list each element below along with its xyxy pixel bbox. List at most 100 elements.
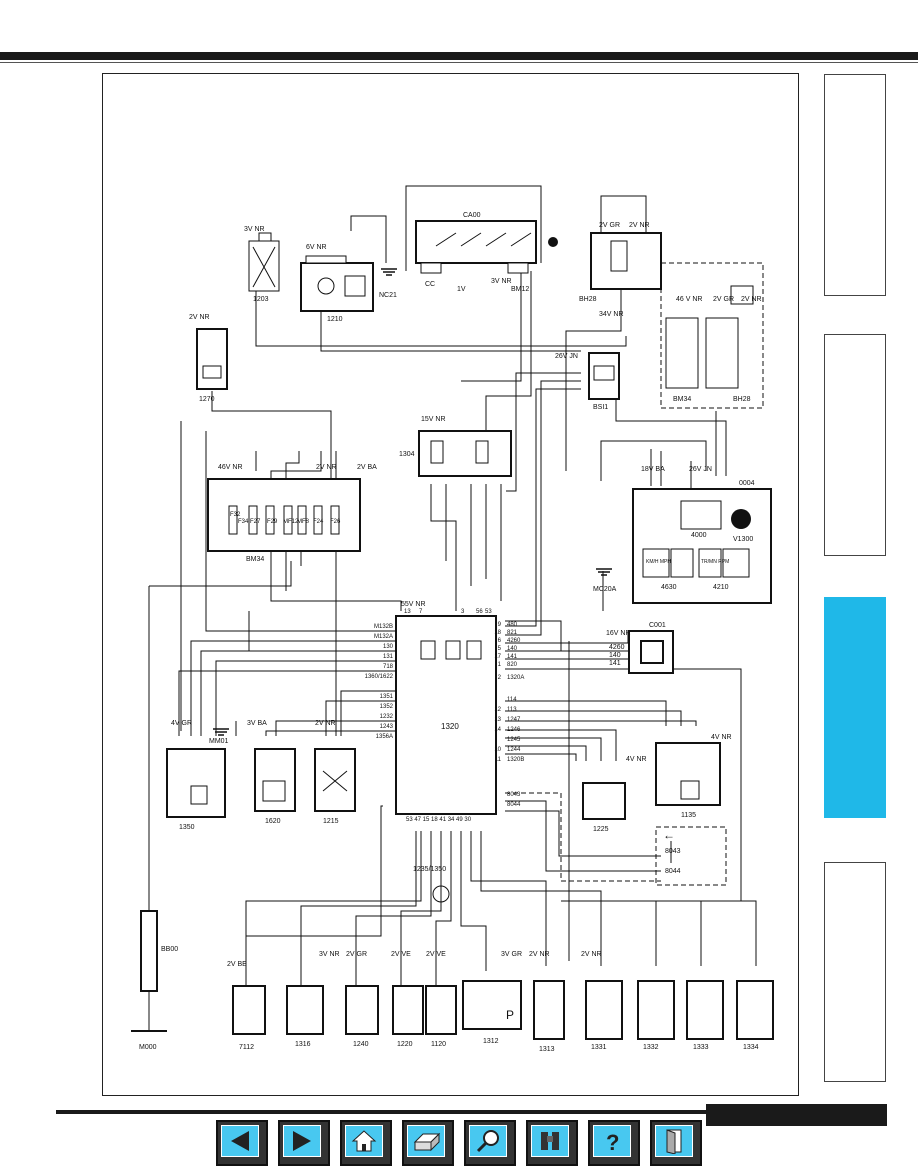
label-c001: C001 xyxy=(649,622,666,629)
arrow-icon: ← xyxy=(663,828,675,842)
home-button[interactable] xyxy=(340,1120,392,1166)
component-1332 xyxy=(637,980,675,1040)
home-icon xyxy=(351,1130,377,1152)
component-bm34-fusebox xyxy=(207,478,361,552)
wire-label: 1352 xyxy=(380,704,394,710)
label-cc: CC xyxy=(425,281,435,288)
fuse-label: F32 xyxy=(230,512,241,518)
label-8044: 8044 xyxy=(665,868,681,875)
ecu-pin-label: 9 xyxy=(498,622,502,628)
section-tab-3-active[interactable] xyxy=(824,597,886,818)
component-1203 xyxy=(248,232,280,292)
component-1215 xyxy=(314,748,356,812)
label-8043: 8043 xyxy=(665,848,681,855)
label-4210: 4210 xyxy=(713,584,729,591)
exit-button[interactable] xyxy=(650,1120,702,1166)
print-button[interactable] xyxy=(402,1120,454,1166)
fuse-label: F29 xyxy=(267,519,278,525)
label-mm01: MM01 xyxy=(209,738,229,745)
svg-text:?: ? xyxy=(606,1130,619,1154)
ecu-pin-label: 10 xyxy=(494,747,501,753)
wire-label: 141 xyxy=(507,654,518,660)
connector-bm11b: 2V NR xyxy=(741,296,762,303)
label-1220: 1220 xyxy=(397,1041,413,1048)
ecu-pin-label: 1 xyxy=(498,662,502,668)
component-bsi1 xyxy=(588,352,620,400)
help-button[interactable]: ? xyxy=(588,1120,640,1166)
wire-label: 114 xyxy=(507,697,517,703)
label-nc21: NC21 xyxy=(379,292,397,299)
connector-1220: 2V VE xyxy=(391,951,411,958)
wire-label: 1351 xyxy=(380,694,394,700)
section-tab-2[interactable] xyxy=(824,334,886,556)
section-tab-4[interactable] xyxy=(824,862,886,1082)
connector-1316: 3V NR xyxy=(319,951,340,958)
forward-button[interactable] xyxy=(278,1120,330,1166)
fuse-label: F26 xyxy=(330,519,341,525)
connector-1320: 55V NR xyxy=(401,601,426,608)
component-1210 xyxy=(300,255,374,312)
label-w140: 140 xyxy=(609,652,621,659)
section-tab-1[interactable] xyxy=(824,74,886,296)
connector-1120: 2V VE xyxy=(426,951,446,958)
help-icon: ? xyxy=(606,1130,619,1154)
forward-arrow-icon xyxy=(293,1131,311,1151)
fuse-label: MF12 xyxy=(283,519,299,525)
ecu-pin-label: 6 xyxy=(498,638,502,644)
search-button[interactable] xyxy=(464,1120,516,1166)
component-1620 xyxy=(254,748,296,812)
back-button[interactable] xyxy=(216,1120,268,1166)
connector-injectors: 2V NR xyxy=(581,951,602,958)
connector-1350: 4V GR xyxy=(171,720,192,727)
back-arrow-icon xyxy=(231,1131,249,1151)
connector-1135: 4V NR xyxy=(711,734,732,741)
wire-label: 8043 xyxy=(507,792,521,798)
component-c001 xyxy=(628,630,674,674)
wire-label: M132B xyxy=(374,624,393,630)
connector-1313: 2V NR xyxy=(529,951,550,958)
connector-1304: 15V NR xyxy=(421,416,446,423)
label-1215: 1215 xyxy=(323,818,339,825)
component-1313 xyxy=(533,980,565,1040)
label-1313: 1313 xyxy=(539,1046,555,1053)
component-1220 xyxy=(392,985,424,1035)
component-0004 xyxy=(632,488,772,604)
label-bm12: BM12 xyxy=(511,286,529,293)
ecu-pin-label: 3 xyxy=(461,609,465,615)
connector-1312: 3V GR xyxy=(501,951,522,958)
component-ca00 xyxy=(415,220,558,274)
label-1312: 1312 xyxy=(483,1038,499,1045)
wire-label: 820 xyxy=(507,662,518,668)
ecu-bottom-pins: 53 47 15 18 41 34 49 30 xyxy=(406,817,472,823)
ecu-pin-label: 56 xyxy=(476,609,483,615)
label-w4260: 4260 xyxy=(609,644,625,651)
ecu-pin-label: 53 xyxy=(485,609,492,615)
label-bm34: BM34 xyxy=(246,556,264,563)
connector-7112: 2V BE xyxy=(227,961,247,968)
wire-label: M132A xyxy=(374,634,393,640)
wire-label: 4260 xyxy=(507,638,521,644)
label-1240: 1240 xyxy=(353,1041,369,1048)
label-ca00: CA00 xyxy=(463,212,481,219)
component-1334 xyxy=(736,980,774,1040)
header-bar xyxy=(0,52,918,60)
magnifier-icon xyxy=(476,1130,499,1153)
component-bb00 xyxy=(131,910,167,1032)
wire-label: 1356A xyxy=(376,734,393,740)
connector-0004b: 26V JN xyxy=(689,466,712,473)
find-button[interactable] xyxy=(526,1120,578,1166)
component-1304 xyxy=(418,430,512,477)
label-1225: 1225 xyxy=(593,826,609,833)
label-w141: 141 xyxy=(609,660,621,667)
label-1620: 1620 xyxy=(265,818,281,825)
ecu-pin-label: 2 xyxy=(498,675,502,681)
ecu-pin-label: 17 xyxy=(494,654,501,660)
wire-label: 130 xyxy=(383,644,394,650)
wire-label: 1243 xyxy=(380,724,394,730)
wire-label: 1246 xyxy=(507,727,521,733)
wire-label: 1245 xyxy=(507,737,521,743)
component-bm34-bh28-box xyxy=(665,285,754,389)
label-1320: 1320 xyxy=(441,722,459,731)
label-1270: 1270 xyxy=(199,396,215,403)
label-1203: 1203 xyxy=(253,296,269,303)
